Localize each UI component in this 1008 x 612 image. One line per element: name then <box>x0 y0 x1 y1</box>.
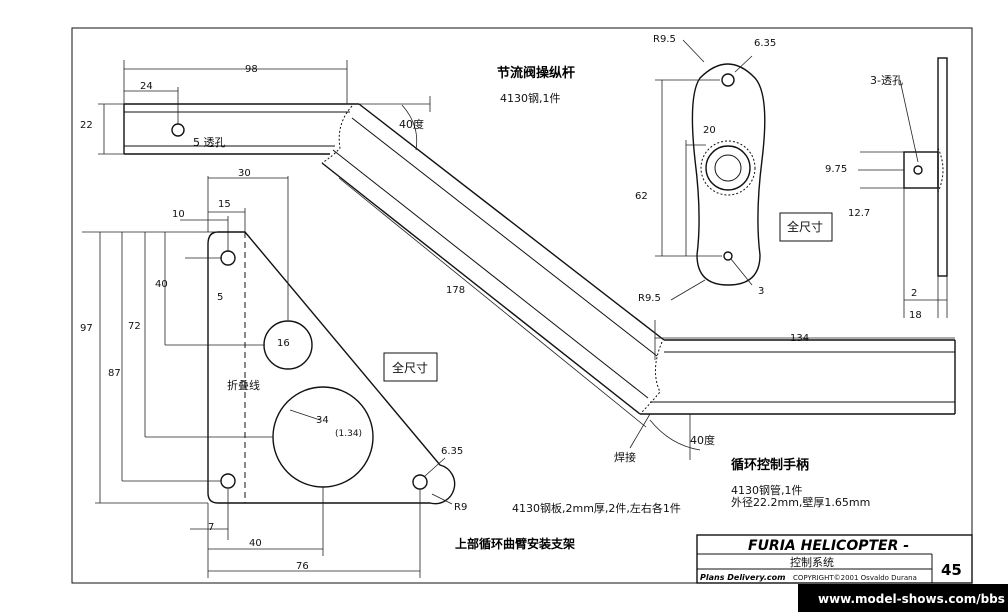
dim-7: 7 <box>208 522 214 533</box>
dim-3: 3 <box>758 286 764 297</box>
throttle-lever-part <box>123 103 956 415</box>
dim-6-35-bracket: 6.35 <box>441 446 463 457</box>
hole-5-circle <box>171 123 185 137</box>
tube-dimensions <box>98 60 955 460</box>
dim-r9-5-bottom: R9.5 <box>638 293 661 304</box>
dim-12-7: 12.7 <box>848 208 870 219</box>
fold-line-label: 折叠线 <box>227 378 260 392</box>
title-block <box>696 534 973 584</box>
weld-label: 焊接 <box>614 450 636 464</box>
watermark-text: www.model-shows.com/bbs <box>818 592 1005 606</box>
dim-76: 76 <box>296 561 309 572</box>
dim-87: 87 <box>108 368 121 379</box>
dim-40: 40 <box>155 279 168 290</box>
link-plate-part <box>655 39 766 301</box>
dim-62: 62 <box>635 191 648 202</box>
dim-2: 2 <box>911 288 917 299</box>
dim-178: 178 <box>446 285 465 296</box>
full-size-label-2: 全尺寸 <box>787 219 823 234</box>
three-hole-label: 3-透孔 <box>870 74 903 87</box>
dim-9-75: 9.75 <box>825 164 847 175</box>
collective-handle-title: 循环控制手柄 <box>731 457 809 473</box>
bracket-outline <box>207 231 456 505</box>
dim-16: 16 <box>277 338 290 349</box>
full-size-box-2 <box>779 212 833 242</box>
dim-r9-5-top: R9.5 <box>653 34 676 45</box>
collective-material: 4130钢管,1件 <box>731 483 803 497</box>
title-block-title: FURIA HELICOPTER - <box>748 538 909 554</box>
title-block-brand: Plans Delivery.com <box>700 573 785 582</box>
throttle-lever-title: 节流阀操纵杆 <box>497 65 575 81</box>
hole-1p34-label: (1.34) <box>335 429 362 439</box>
collective-spec: 外径22.2mm,壁厚1.65mm <box>731 495 870 509</box>
watermark-bar <box>798 584 1008 612</box>
angle-top-label: 40度 <box>399 117 424 131</box>
dim-30: 30 <box>238 168 251 179</box>
dim-34: 34 <box>316 415 329 426</box>
dim-24: 24 <box>140 81 153 92</box>
dim-72: 72 <box>128 321 141 332</box>
full-size-box-1 <box>383 352 438 382</box>
side-view-part <box>858 57 948 318</box>
dim-20: 20 <box>703 125 716 136</box>
dim-5: 5 <box>217 292 223 303</box>
drawing-border <box>71 27 973 584</box>
angle-bottom-label: 40度 <box>690 433 715 447</box>
dim-134: 134 <box>790 333 809 344</box>
full-size-label-1: 全尺寸 <box>392 360 428 375</box>
bracket-title: 上部循环曲臂安装支架 <box>455 536 575 551</box>
dim-40-bottom: 40 <box>249 538 262 549</box>
title-block-page: 45 <box>941 561 962 579</box>
bracket-dimensions <box>82 176 453 578</box>
throttle-material: 4130钢,1件 <box>500 92 561 105</box>
title-block-subtitle: 控制系统 <box>790 555 834 569</box>
dim-15: 15 <box>218 199 231 210</box>
bracket-material: 4130钢板,2mm厚,2件,左右各1件 <box>512 501 681 515</box>
title-block-copyright: COPYRIGHT©2001 Osvaldo Durana <box>793 574 917 582</box>
dim-98: 98 <box>245 64 258 75</box>
dim-r9: R9 <box>454 502 467 513</box>
dim-18: 18 <box>909 310 922 321</box>
hole-through-label: 5 透孔 <box>193 136 226 149</box>
dim-22: 22 <box>80 120 93 131</box>
dim-10: 10 <box>172 209 185 220</box>
dim-97: 97 <box>80 323 93 334</box>
link-plate-outline <box>691 63 766 286</box>
dim-6-35-plate: 6.35 <box>754 38 776 49</box>
